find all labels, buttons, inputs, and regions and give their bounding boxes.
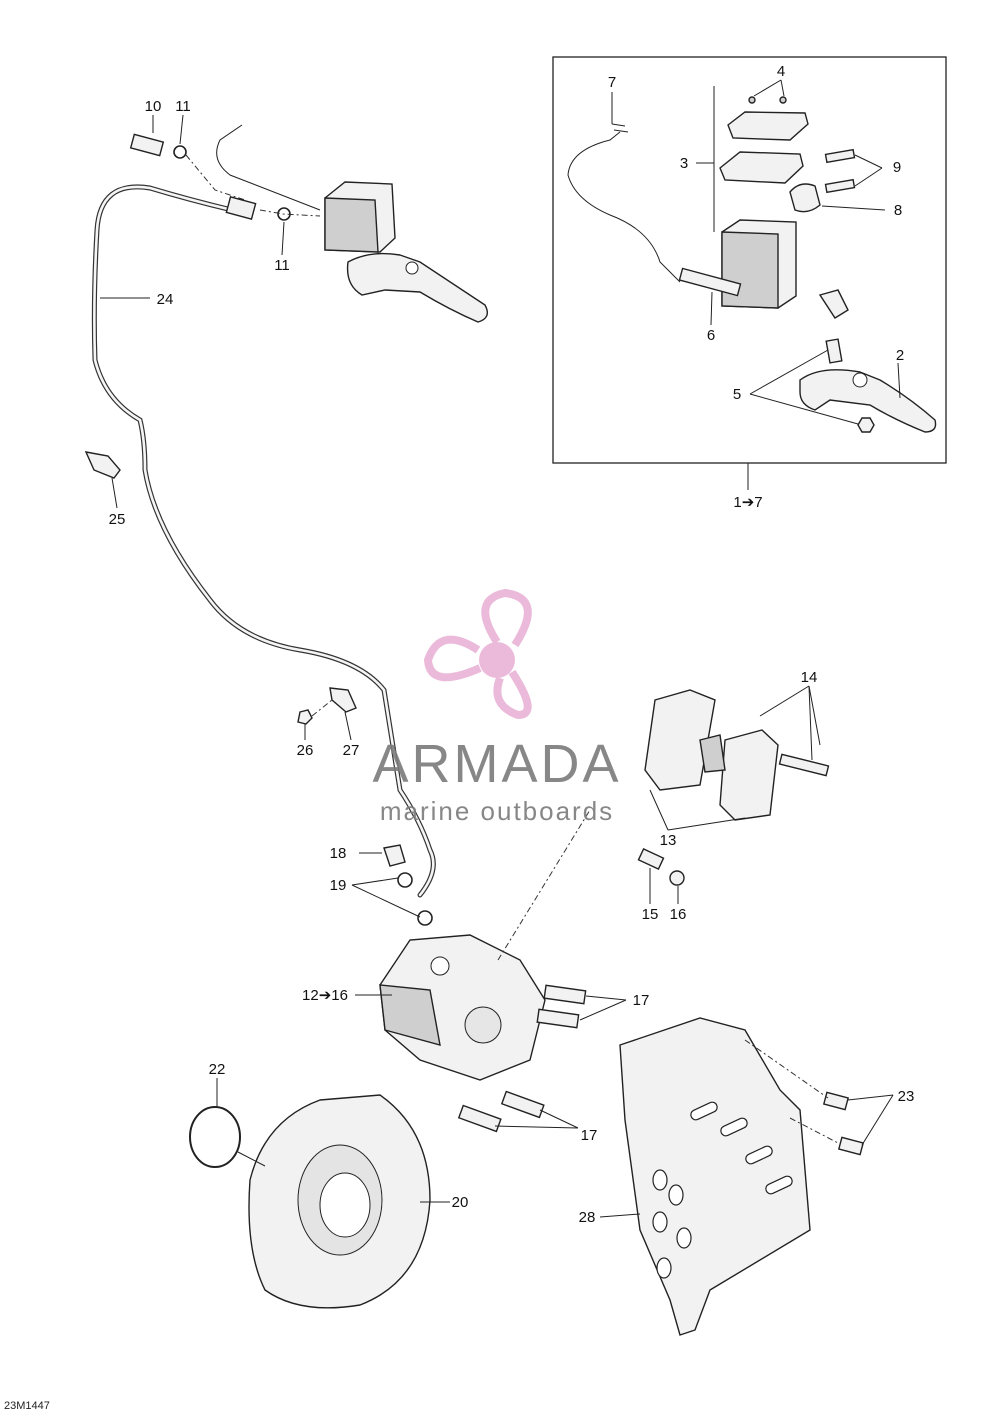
- reservoir-cap[interactable]: [727, 111, 809, 141]
- bleeder-screw[interactable]: [637, 847, 665, 871]
- callout-18: 18: [330, 845, 347, 862]
- hose-clip: [84, 451, 121, 479]
- brake-caliper: [379, 934, 546, 1081]
- heat-shield-slots: [652, 1101, 793, 1279]
- brake-line-small: [216, 124, 321, 211]
- callout-27: 27: [343, 742, 360, 759]
- bleeder-cap: [669, 870, 685, 886]
- callout-17-top: 17: [633, 992, 650, 1009]
- callout-6: 6: [707, 327, 715, 344]
- shield-screw-bottom[interactable]: [837, 1136, 865, 1156]
- callout-9: 9: [893, 159, 901, 176]
- callout-19: 19: [330, 877, 347, 894]
- watermark-brand: ARMADA: [372, 734, 621, 794]
- caliper-bolt-bottom[interactable]: [500, 1090, 545, 1119]
- callout-22: 22: [209, 1061, 226, 1078]
- callout-26: 26: [297, 742, 314, 759]
- callout-16: 16: [670, 906, 687, 923]
- callout-24: 24: [157, 291, 174, 308]
- callout-4: 4: [777, 63, 785, 80]
- callout-20: 20: [452, 1194, 469, 1211]
- callout-8: 8: [894, 202, 902, 219]
- brake-light-switch: [678, 267, 742, 297]
- diagram-id: 23M1447: [4, 1400, 50, 1412]
- brake-lever-inset[interactable]: [799, 369, 937, 433]
- callout-28: 28: [579, 1209, 596, 1226]
- callout-10: 10: [145, 98, 162, 115]
- banjo-bolt[interactable]: [129, 133, 165, 157]
- hose-nut: [297, 709, 313, 725]
- heat-shield: [619, 1017, 811, 1336]
- callout-7: 7: [608, 74, 616, 91]
- callout-17-bottom: 17: [581, 1127, 598, 1144]
- callout-11-top: 11: [175, 98, 191, 115]
- callout-3: 3: [680, 155, 688, 172]
- clamp-bolt[interactable]: [824, 148, 856, 164]
- caliper-bolt-top[interactable]: [543, 984, 587, 1005]
- callout-23: 23: [898, 1088, 915, 1105]
- switch-wire: [567, 131, 681, 283]
- callout-15: 15: [642, 906, 659, 923]
- callout-13: 13: [660, 832, 677, 849]
- shield-screw-top[interactable]: [822, 1091, 850, 1111]
- callout-14: 14: [801, 669, 818, 686]
- callout-25: 25: [109, 511, 126, 528]
- inset-frame: [552, 56, 947, 464]
- callout-labels: 1➔7 2 3 4 5 6 7 8 9 10 11 11 12➔16 13 14…: [109, 63, 915, 1226]
- hose-bracket: [329, 687, 357, 713]
- boot: [818, 289, 849, 319]
- reservoir-diaphragm: [719, 151, 804, 184]
- armada-watermark: ARMADA marine outboards: [372, 588, 621, 826]
- callout-2: 2: [896, 347, 904, 364]
- callout-12-16: 12➔16: [302, 987, 348, 1004]
- callout-11-bottom: 11: [274, 257, 290, 274]
- hose-fitting: [225, 196, 257, 220]
- caliper-bolt-18[interactable]: [383, 844, 406, 867]
- callout-5: 5: [733, 386, 741, 403]
- watermark-tagline: marine outboards: [380, 796, 614, 826]
- callout-1-7: 1➔7: [733, 494, 762, 511]
- propeller-logo-icon: [423, 588, 532, 720]
- sealing-washer: [173, 145, 187, 159]
- o-ring: [189, 1106, 241, 1168]
- brake-lever[interactable]: [346, 252, 488, 323]
- pad-pin[interactable]: [778, 753, 830, 777]
- brake-pad-right: [719, 729, 779, 821]
- brake-pad-left: [644, 689, 716, 791]
- clamp-half: [789, 183, 821, 213]
